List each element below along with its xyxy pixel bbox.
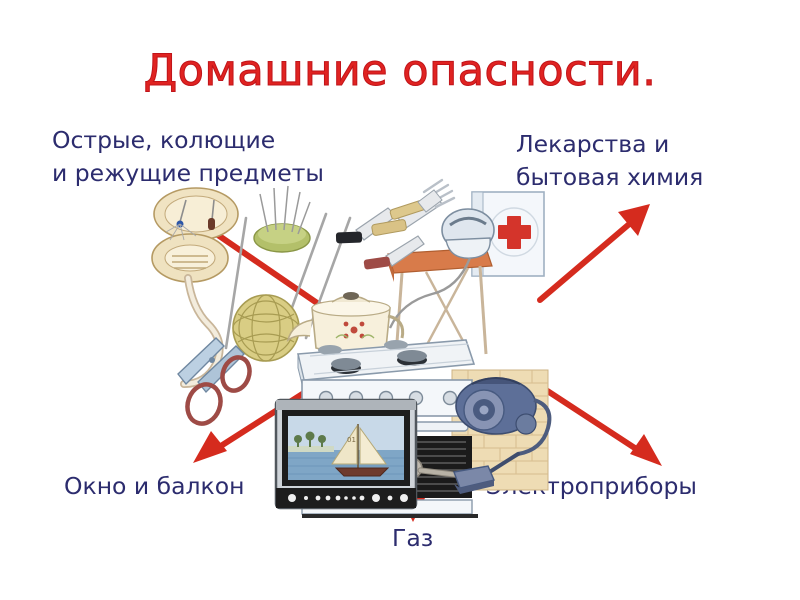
burners-icon [318,340,427,374]
page-title: Домашние опасности. [143,46,657,97]
pincushion-icon [253,185,311,253]
label-medicines-chemicals: Лекарства и бытовая химия [516,128,703,195]
label-gas: Газ [392,522,433,555]
iron-icon [388,208,495,329]
arrow-up-right-icon [537,204,650,303]
vacuum-cleaner-icon [453,377,552,494]
label-sharp-objects: Острые, колющие и режущие предметы [52,124,324,191]
household-hazards-illustration: 01 [150,178,660,518]
label-window-balcony: Окно и балкон [64,470,245,503]
sailboat-icon: 01 [331,424,390,477]
arrow-down-right-icon [543,387,662,466]
red-cross-icon [498,216,531,249]
label-gas-line1: Газ [392,524,434,552]
pins-icon [165,199,215,241]
svg-text:01: 01 [347,436,356,444]
sewing-basket-icon [151,187,239,388]
label-medicines-chemicals-line1: Лекарства и [516,130,670,158]
label-sharp-objects-line2: и режущие предметы [52,159,324,188]
cutlery-knives-fork-icon [335,178,456,270]
television-icon: 01 [274,398,418,510]
label-sharp-objects-line1: Острые, колющие [52,126,276,154]
yarn-ball-icon [232,294,300,362]
label-medicines-chemicals-line2: бытовая химия [516,163,704,192]
label-window-balcony-line1: Окно и балкон [64,472,245,500]
scissors-icon [177,337,252,426]
needles-icon [259,185,311,235]
ironing-board-icon [387,247,493,357]
